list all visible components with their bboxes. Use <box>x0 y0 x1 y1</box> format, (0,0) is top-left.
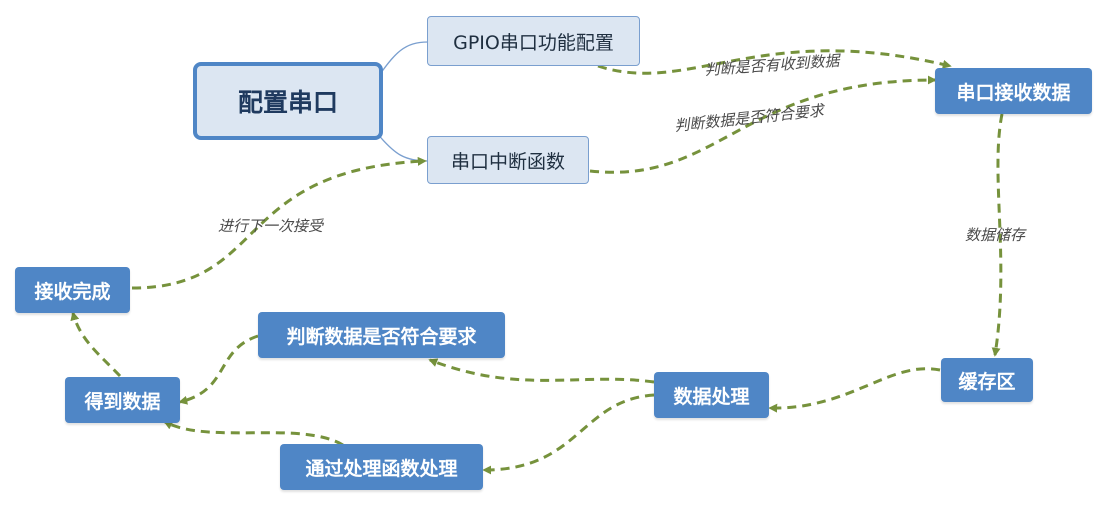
node-serial-receive[interactable]: 串口接收数据 <box>935 68 1092 114</box>
node-judge-data[interactable]: 判断数据是否符合要求 <box>258 312 505 358</box>
node-gpio-config[interactable]: GPIO串口功能配置 <box>427 16 640 66</box>
arrow-done-to-interrupt <box>131 156 427 290</box>
connector-root-gpio <box>375 41 429 81</box>
arrow-receive-to-buffer <box>991 113 1004 357</box>
node-get-data[interactable]: 得到数据 <box>65 377 180 423</box>
arrow-interrupt-to-receive <box>589 75 937 174</box>
edge-label-gpio-to-receive: 判断是否有收到数据 <box>704 51 842 79</box>
arrow-get-to-done <box>70 311 122 378</box>
edge-label-done-to-interrupt: 进行下一次接受 <box>218 217 325 235</box>
edge-label-receive-to-buffer: 数据储存 <box>965 226 1027 244</box>
arrow-judge-to-get <box>178 334 259 405</box>
edge-label-interrupt-to-receive: 判断数据是否符合要求 <box>674 101 827 135</box>
root-node-configure-serial[interactable]: 配置串口 <box>193 62 383 140</box>
arrow-gpio-to-receive <box>597 49 952 75</box>
node-receive-complete[interactable]: 接收完成 <box>15 267 130 313</box>
node-serial-interrupt[interactable]: 串口中断函数 <box>427 136 589 184</box>
arrow-process-to-judge <box>428 358 655 384</box>
arrow-process-to-func <box>482 393 655 475</box>
node-data-processing[interactable]: 数据处理 <box>654 372 769 418</box>
node-process-function[interactable]: 通过处理函数处理 <box>280 444 483 490</box>
connector-root-interrupt <box>375 131 429 162</box>
arrow-func-to-get <box>163 420 344 447</box>
node-buffer[interactable]: 缓存区 <box>941 358 1033 402</box>
arrow-buffer-to-process <box>768 367 941 413</box>
